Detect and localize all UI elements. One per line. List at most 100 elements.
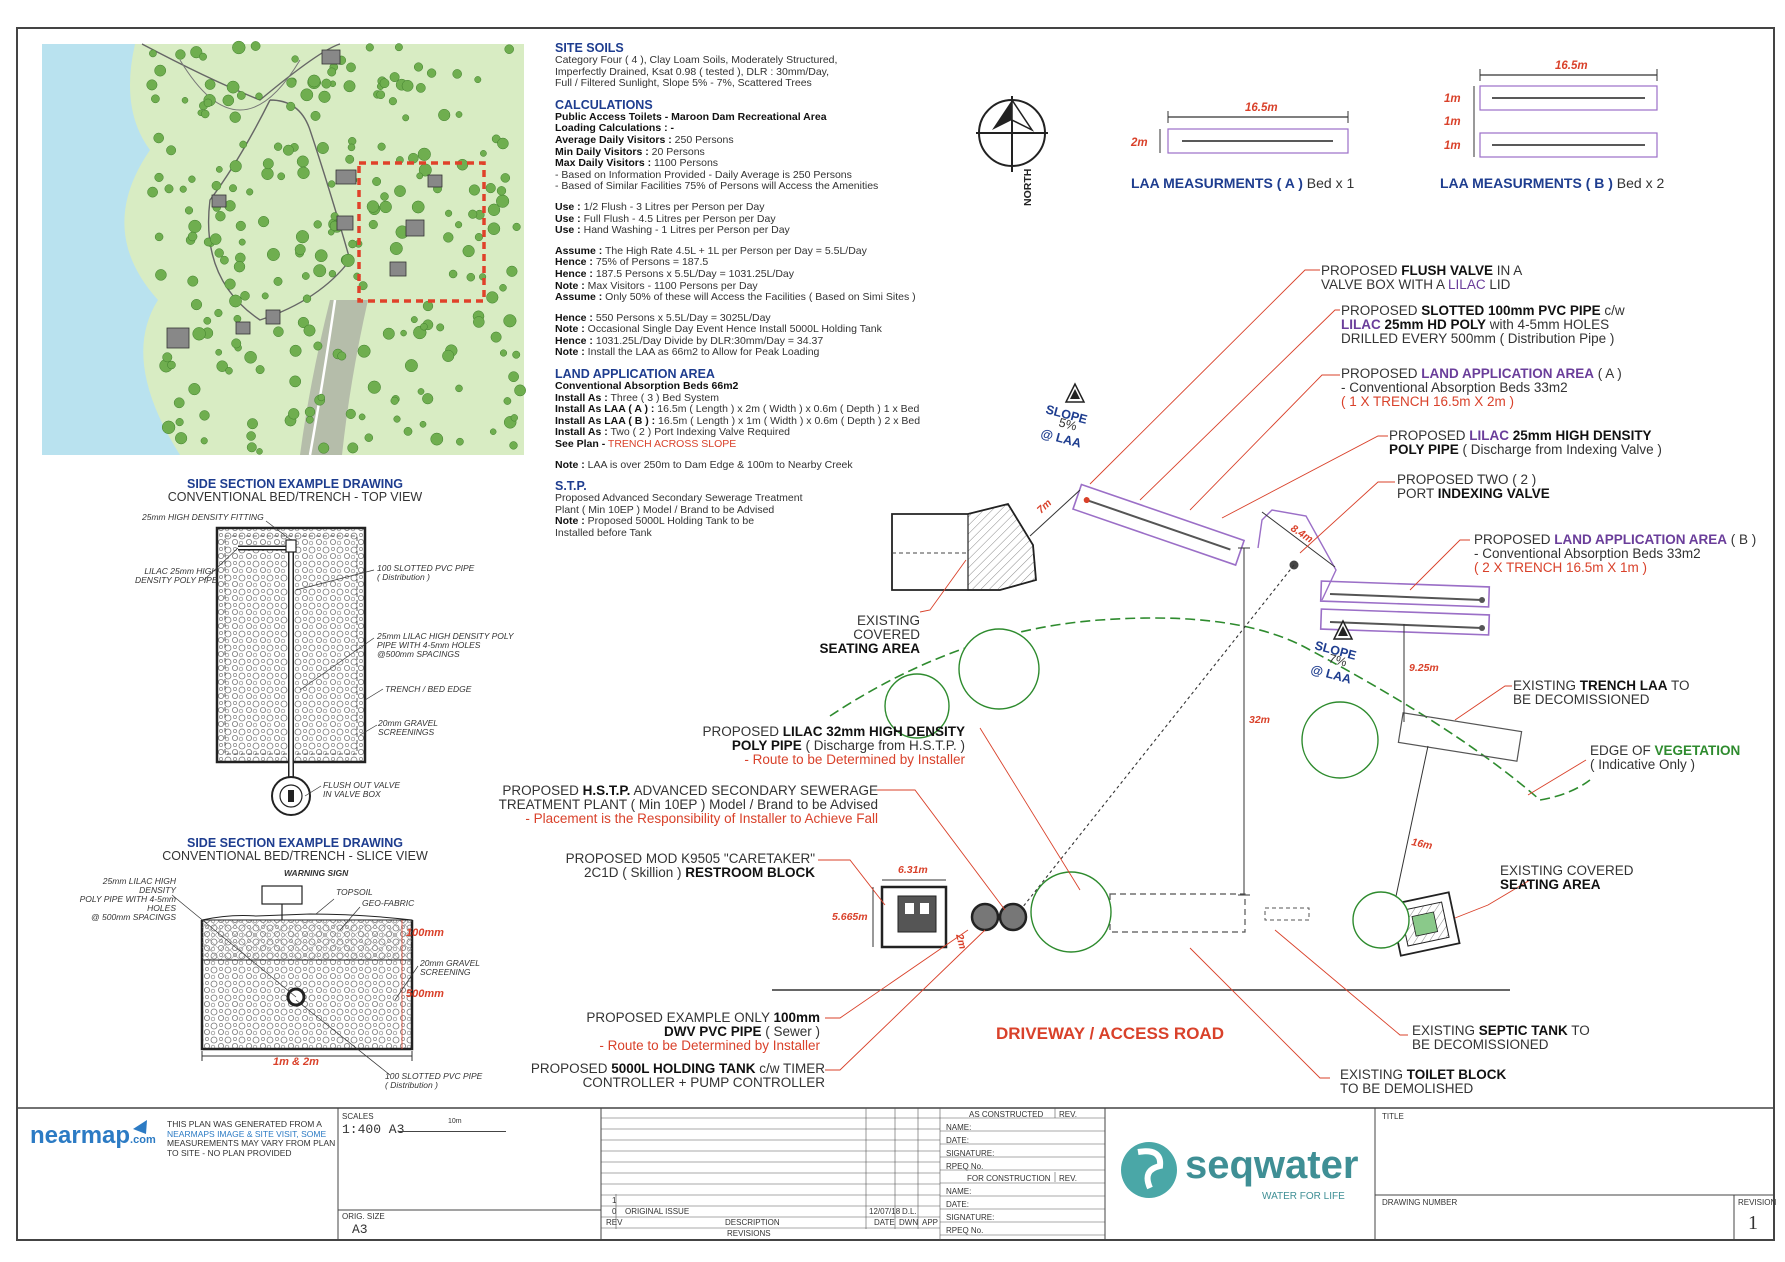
callout-holding-tank: PROPOSED 5000L HOLDING TANK c/w TIMER CO… [500,1062,825,1090]
map-tree [200,437,208,445]
calc-note-2: Occasional Single Day Event Hence Instal… [584,323,882,336]
map-tree [250,41,261,51]
laa-b-bed-1 [1319,580,1491,608]
cl32-1a: PROPOSED [702,724,783,739]
laa-b-title: LAA MEASURMENTS ( B ) Bed x 2 [1440,175,1664,191]
tree-2 [884,673,950,739]
sv-slotted-l1: 100 SLOTTED PVC PIPE [385,1071,483,1081]
map-tree [204,79,216,90]
calc-note-key-2: Note : [555,323,585,336]
clb-3: ( 2 X TRENCH 16.5m X 1m ) [1474,560,1648,575]
map-tree [473,316,485,328]
map-tree [282,144,294,156]
map-tree [161,420,176,434]
cfv-1c: IN A [1493,263,1523,278]
nm-note-1: THIS PLAN WAS GENERATED FROM A [167,1119,322,1129]
laa-i4-val: Two ( 2 ) Port Indexing Valve Required [607,426,791,439]
cr-2a: 2C1D ( Skillion ) [583,865,686,880]
map-tree [215,348,223,356]
as-constructed-fields: NAME: DATE: SIGNATURE: RPEQ No. [946,1121,994,1173]
drawing-number-label: DRAWING NUMBER [1382,1198,1458,1207]
map-tree [288,408,300,420]
sv-slotted-label: 100 SLOTTED PVC PIPE( Distribution ) [385,1072,482,1090]
dim-16m: 16m [1410,836,1433,852]
map-tree [455,221,463,229]
laa-i3-val: 16.5m ( Length ) x 1m ( Width ) x 0.6m (… [655,414,921,427]
calc-assume-2: Only 50% of these will Access the Facili… [602,291,916,304]
map-tree [235,220,246,231]
map-tree [389,242,403,255]
map-tree [188,383,201,396]
ch-2: TREATMENT PLANT ( Min 10EP ) Model / Bra… [498,797,878,812]
cht-1b: 5000L HOLDING TANK [611,1061,756,1076]
map-tree [297,316,309,329]
map-tree [304,406,316,418]
tree-1 [958,628,1040,710]
calc-use-key-3: Use : [555,224,581,237]
tree-5 [1352,891,1410,949]
map-tree [445,209,453,217]
csp-2a: LILAC [1341,317,1381,332]
map-tree [258,216,270,228]
title-label: TITLE [1382,1112,1404,1121]
callout-lilac-25: PROPOSED LILAC 25mm HIGH DENSITY POLY PI… [1389,429,1662,457]
map-tree [209,233,222,245]
map-tree [474,233,483,242]
existing-trench-laa [1397,712,1523,762]
map-tree [229,294,242,308]
map-tree [486,291,499,304]
date-header: DATE [874,1218,895,1227]
map-tree [442,349,455,362]
stp-l1: Proposed Advanced Secondary Sewerage Tre… [555,492,803,505]
map-tree [302,294,312,303]
calc-use-key-1: Use : [555,200,581,213]
sv-warning-label: WARNING SIGN [284,868,349,878]
map-tree [184,206,194,215]
cl32-3: - Route to be Determined by Installer [744,752,965,767]
map-tree [187,275,199,287]
cs2-1: EXISTING COVERED [1500,863,1634,878]
site-soils-l2: Imperfectly Drained, Ksat 0.98 ( tested … [555,65,830,78]
cv-1a: EDGE OF [1590,743,1655,758]
calc-use-2: Full Flush - 4.5 Litres per Person per D… [580,212,776,225]
callout-septic-tank: EXISTING SEPTIC TANK TO BE DECOMISSIONED [1412,1024,1590,1052]
map-tree [388,97,397,106]
cet-1c: TO [1667,678,1690,693]
csp-2b: 25mm HD POLY [1380,317,1487,332]
map-tree [456,437,464,446]
ac-name: NAME: [946,1123,972,1132]
map-tree [200,109,210,119]
north-label: NORTH [1022,169,1034,206]
cfv-1a: PROPOSED [1321,263,1402,278]
map-tree [448,269,458,279]
map-tree [480,150,487,157]
laa-a-length: 16.5m [1245,102,1278,114]
laa-a-title: LAA MEASURMENTS ( A ) Bed x 1 [1131,175,1354,191]
tv-gravel-l1: 20mm GRAVEL [378,718,438,728]
clb-1b: LAND APPLICATION AREA [1554,532,1728,547]
notes-panel: SITE SOILS Category Four ( 4 ), Clay Loa… [555,42,975,540]
map-tree [411,200,425,214]
callout-slotted-pipe: PROPOSED SLOTTED 100mm PVC PIPE c/w LILA… [1341,304,1625,346]
map-tree [415,83,426,93]
ac-date: DATE: [946,1136,969,1145]
map-tree [181,97,189,104]
map-tree [430,432,444,446]
map-tree [379,78,390,89]
orig-size-label: ORIG. SIZE [342,1212,385,1221]
laa-title: LAND APPLICATION AREA [555,367,715,382]
map-tree [294,244,306,255]
map-tree [222,94,235,107]
map-tree [146,79,158,91]
map-tree [499,284,507,292]
map-tree [166,145,177,156]
sv-geo-label: GEO-FABRIC [362,898,415,908]
map-tree [236,91,246,100]
map-tree [261,167,274,180]
title-block [337,1108,1774,1240]
laa-a-bed [1071,483,1246,567]
map-tree [154,232,164,242]
callout-laa-b: PROPOSED LAND APPLICATION AREA ( B ) - C… [1474,533,1756,575]
laa-b-length: 16.5m [1555,60,1588,72]
